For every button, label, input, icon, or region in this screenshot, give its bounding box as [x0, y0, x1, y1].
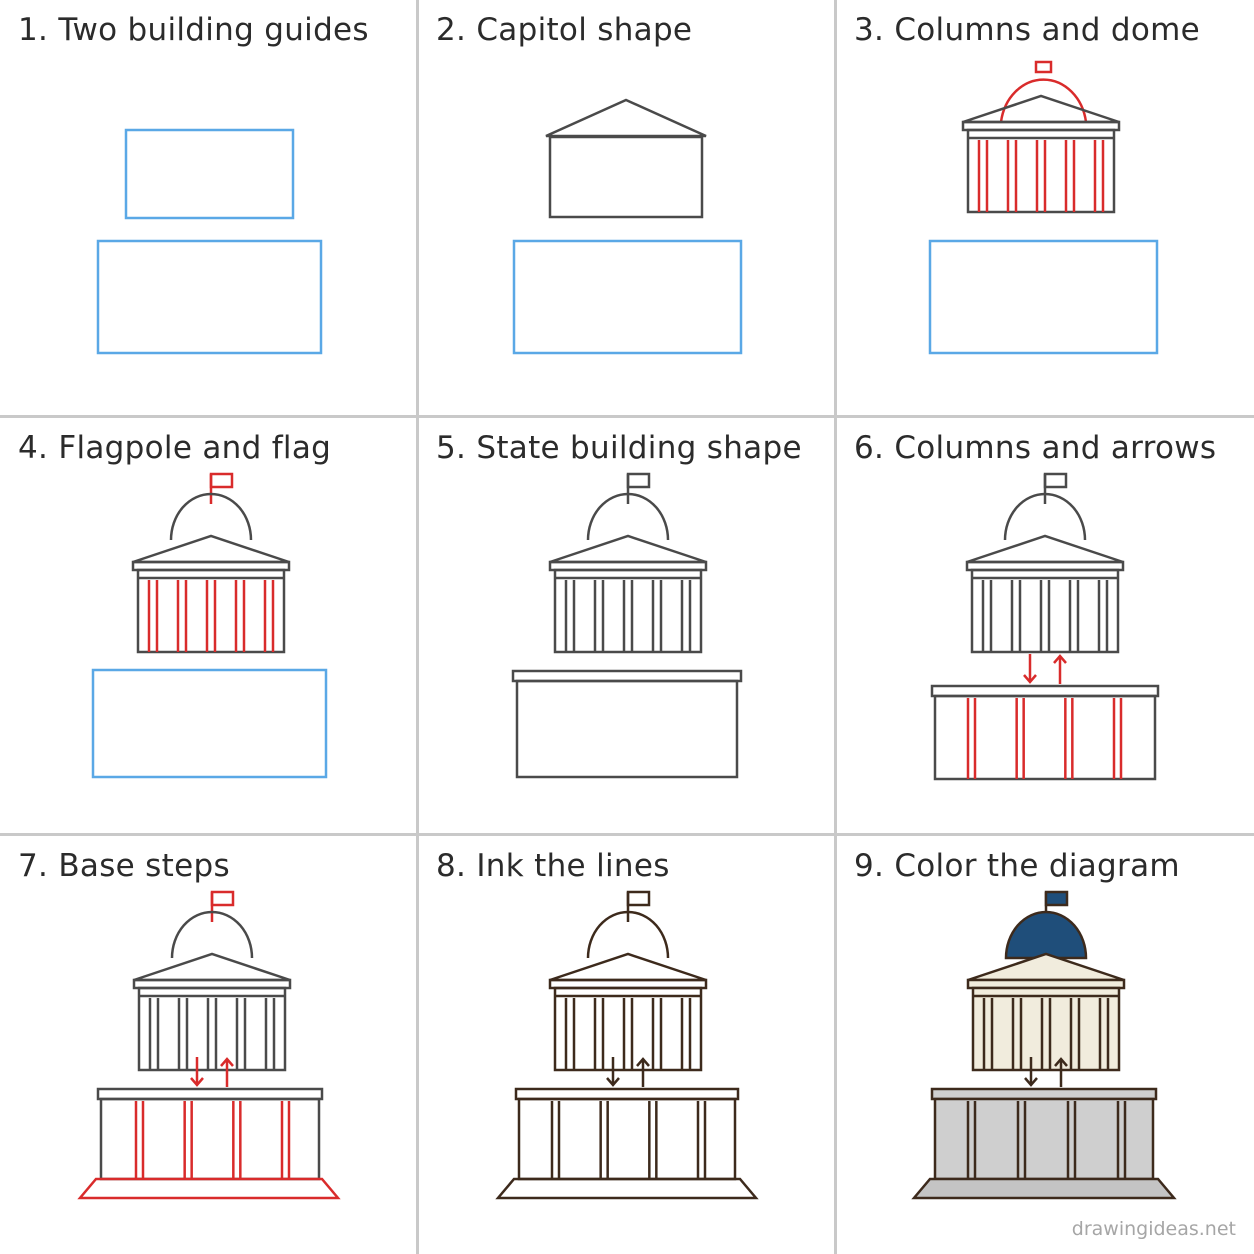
- base-columns: [966, 1101, 1127, 1179]
- pediment: [967, 952, 1125, 982]
- colonnade-body: [970, 568, 1120, 654]
- down-arrow-icon: [190, 1057, 204, 1087]
- colonnade-body: [136, 568, 286, 654]
- flagpole-and-flag: [1044, 890, 1069, 922]
- step-panel-3: 3. Columns and dome: [836, 0, 1254, 418]
- colonnade-body: [971, 986, 1121, 1072]
- step-title: 3. Columns and dome: [854, 12, 1200, 48]
- flagpole-and-flag: [626, 472, 651, 504]
- dome: [1003, 492, 1087, 541]
- step-panel-5: 5. State building shape: [418, 418, 836, 836]
- base-columns: [134, 1101, 291, 1179]
- horizontal-divider: [0, 415, 1254, 418]
- dome: [170, 910, 254, 959]
- step-title: 7. Base steps: [18, 848, 230, 884]
- portico: [548, 534, 708, 654]
- step-title: 8. Ink the lines: [436, 848, 670, 884]
- step-1-drawing: [96, 128, 323, 355]
- base-steps: [911, 1177, 1177, 1200]
- base-body: [933, 694, 1157, 781]
- vertical-divider: [416, 0, 419, 1254]
- lower-guide-rect: [96, 239, 323, 355]
- step-panel-9: 9. Color the diagram: [836, 836, 1254, 1254]
- upper-guide-rect: [124, 128, 295, 220]
- up-arrow-icon: [220, 1057, 234, 1087]
- up-arrow-icon: [1054, 1057, 1068, 1087]
- lower-guide-rect: [91, 668, 328, 779]
- base-body: [99, 1097, 321, 1181]
- down-arrow-icon: [1024, 1057, 1038, 1087]
- pediment: [962, 94, 1120, 124]
- down-arrow-icon: [1023, 654, 1037, 684]
- step-5-drawing: [511, 472, 743, 779]
- lower-guide-rect: [928, 239, 1159, 355]
- step-title: 2. Capitol shape: [436, 12, 693, 48]
- site-credit: drawingideas.net: [1071, 1218, 1236, 1240]
- step-title: 4. Flagpole and flag: [18, 430, 332, 466]
- step-2-drawing: [512, 98, 743, 355]
- dome: [586, 492, 670, 541]
- colonnade-body: [553, 986, 703, 1072]
- down-arrow-icon: [606, 1057, 620, 1087]
- pediment: [549, 952, 707, 982]
- vertical-divider: [834, 0, 837, 1254]
- up-arrow-icon: [636, 1057, 650, 1087]
- base-body: [933, 1097, 1155, 1181]
- base-steps: [495, 1177, 759, 1200]
- step-panel-4: 4. Flagpole and flag: [0, 418, 418, 836]
- base-top-ledge: [511, 669, 743, 683]
- step-title: 1. Two building guides: [18, 12, 369, 48]
- step-panel-1: 1. Two building guides: [0, 0, 418, 418]
- base-top-ledge: [930, 1087, 1158, 1101]
- dome: [1004, 910, 1088, 960]
- step-title: 5. State building shape: [436, 430, 802, 466]
- portico: [966, 952, 1126, 1072]
- step-panel-8: 8. Ink the lines: [418, 836, 836, 1254]
- base-steps: [77, 1177, 341, 1200]
- lower-guide-rect: [512, 239, 743, 355]
- colonnade-body: [137, 986, 287, 1072]
- step-panel-6: 6. Columns and arrows: [836, 418, 1254, 836]
- step-4-drawing: [91, 472, 328, 779]
- base-body: [515, 679, 739, 779]
- step-9-drawing: [911, 890, 1177, 1200]
- flagpole-and-flag: [1043, 472, 1068, 504]
- flagpole-and-flag: [626, 890, 651, 922]
- step-7-drawing: [77, 890, 341, 1200]
- portico: [132, 952, 292, 1072]
- step-panel-7: 7. Base steps: [0, 836, 418, 1254]
- base-columns: [966, 698, 1123, 779]
- dome: [586, 910, 670, 959]
- flagpole-and-flag: [210, 890, 235, 922]
- base-top-ledge: [514, 1087, 740, 1101]
- step-3-drawing: [928, 60, 1159, 355]
- step-8-drawing: [495, 890, 759, 1200]
- up-arrow-icon: [1053, 654, 1067, 684]
- step-title: 9. Color the diagram: [854, 848, 1180, 884]
- colonnade-body: [966, 128, 1116, 214]
- dome: [999, 60, 1088, 123]
- pediment: [966, 534, 1124, 564]
- pediment: [549, 534, 707, 564]
- portico: [131, 534, 291, 654]
- dome: [169, 492, 253, 541]
- portico: [961, 94, 1121, 214]
- portico: [548, 952, 708, 1072]
- base-top-ledge: [96, 1087, 324, 1101]
- colonnade-body: [553, 568, 703, 654]
- base-columns: [550, 1101, 707, 1179]
- pediment: [133, 952, 291, 982]
- step-panel-2: 2. Capitol shape: [418, 0, 836, 418]
- step-6-drawing: [930, 472, 1160, 781]
- capitol-roof: [545, 98, 707, 138]
- flagpole-and-flag: [209, 472, 234, 504]
- capitol-body: [548, 135, 704, 219]
- portico: [965, 534, 1125, 654]
- horizontal-divider: [0, 833, 1254, 836]
- base-top-ledge: [930, 684, 1160, 698]
- pediment: [132, 534, 290, 564]
- step-title: 6. Columns and arrows: [854, 430, 1217, 466]
